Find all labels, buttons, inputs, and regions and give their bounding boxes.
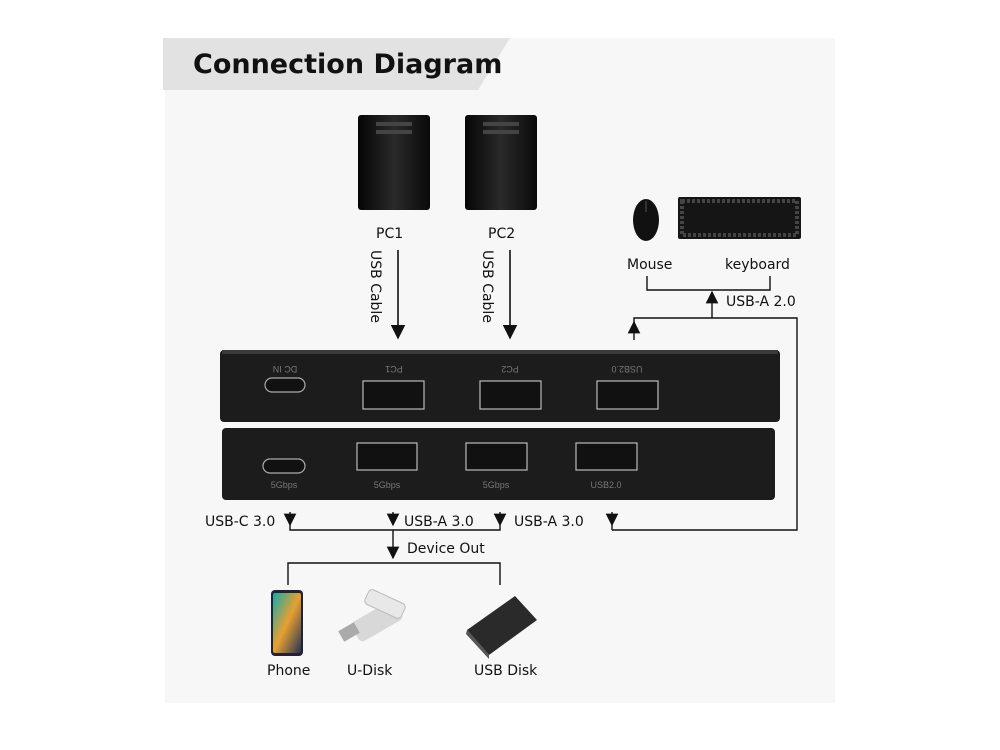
pc1-label: PC1 bbox=[376, 226, 403, 242]
usb-c-out-port bbox=[262, 458, 306, 474]
usb-a-3-label-1: USB-A 3.0 bbox=[404, 514, 474, 530]
usb-a-out-port-1 bbox=[356, 442, 418, 471]
pc2-tower-icon bbox=[465, 115, 537, 210]
pc1-port bbox=[362, 380, 425, 410]
usb-c-port-label: 5Gbps bbox=[271, 480, 298, 490]
pc1-cable-label: USB Cable bbox=[367, 250, 383, 323]
page-title: Connection Diagram bbox=[193, 49, 502, 80]
pc1-tower-icon bbox=[358, 115, 430, 210]
usb-c-3-label: USB-C 3.0 bbox=[205, 514, 275, 530]
usb2-input-port bbox=[596, 380, 659, 410]
dc-in-port bbox=[264, 377, 306, 393]
pc2-label: PC2 bbox=[488, 226, 515, 242]
phone-label: Phone bbox=[267, 663, 310, 679]
u-disk-label: U-Disk bbox=[347, 663, 393, 679]
usb-a-out-port-2 bbox=[465, 442, 528, 471]
pc2-cable-label: USB Cable bbox=[479, 250, 495, 323]
pc2-port bbox=[479, 380, 542, 410]
keyboard-label: keyboard bbox=[725, 257, 790, 273]
usb-a-3-label-2: USB-A 3.0 bbox=[514, 514, 584, 530]
usb-a-port-2-label: 5Gbps bbox=[483, 480, 510, 490]
usb2-out-port-label: USB2.0 bbox=[590, 480, 621, 490]
title-banner: Connection Diagram bbox=[163, 38, 510, 90]
keyboard-icon bbox=[678, 197, 801, 239]
usb-a-2-label: USB-A 2.0 bbox=[726, 294, 796, 310]
usb-disk-icon bbox=[466, 596, 537, 659]
output-lines bbox=[283, 512, 619, 585]
phone-icon bbox=[271, 590, 303, 656]
pc2-port-label: PC2 bbox=[501, 364, 519, 374]
usb2-port-label: USB2.0 bbox=[611, 364, 642, 374]
mouse-label: Mouse bbox=[627, 257, 672, 273]
usb2-out-port bbox=[575, 442, 638, 471]
peripheral-bracket bbox=[646, 276, 771, 291]
kvm-switch-top-panel: DC IN PC1 PC2 USB2.0 bbox=[220, 350, 780, 422]
usb-disk-label: USB Disk bbox=[474, 663, 538, 679]
kvm-switch-bottom-panel: 5Gbps 5Gbps 5Gbps USB2.0 bbox=[222, 428, 775, 500]
usb-flash-drive-icon bbox=[338, 589, 406, 642]
device-out-label: Device Out bbox=[407, 541, 485, 557]
mouse-icon bbox=[633, 199, 659, 241]
usb-a-port-1-label: 5Gbps bbox=[374, 480, 401, 490]
dc-in-port-label: DC IN bbox=[273, 364, 298, 374]
pc1-port-label: PC1 bbox=[385, 364, 403, 374]
